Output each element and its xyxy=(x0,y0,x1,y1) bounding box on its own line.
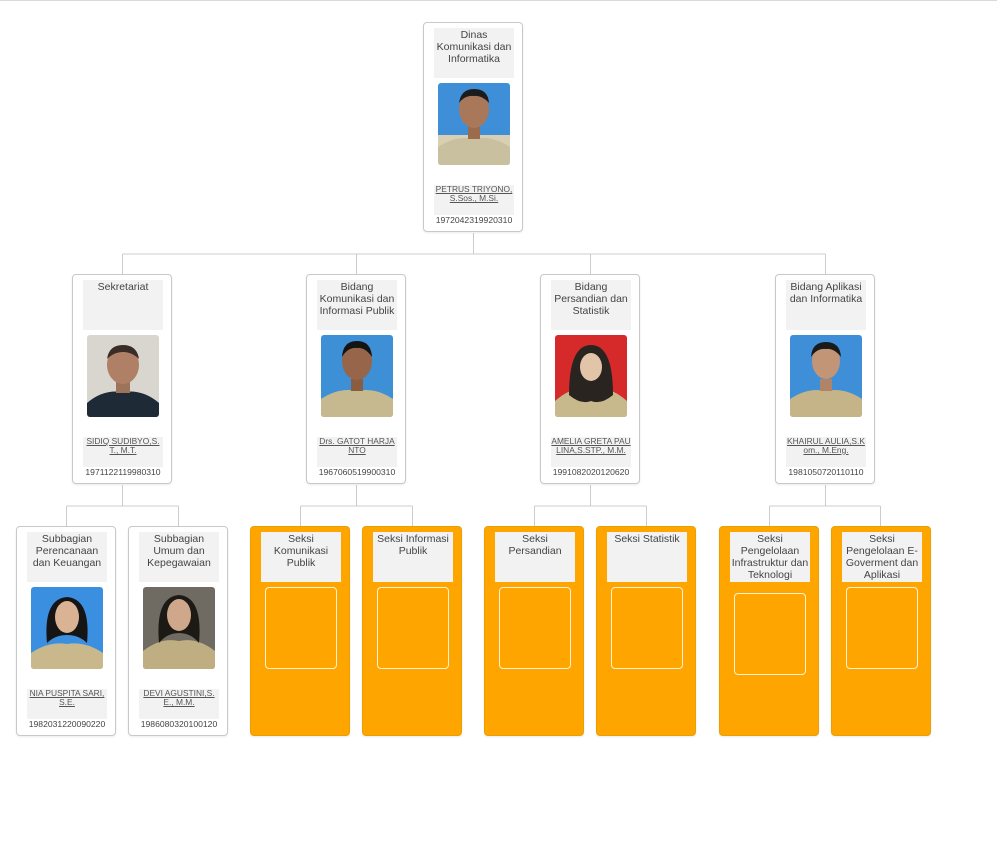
node-title: Dinas Komunikasi dan Informatika xyxy=(434,28,514,78)
empty-photo-frame xyxy=(265,587,337,669)
node-title: Bidang Komunikasi dan Informasi Publik xyxy=(317,280,397,330)
org-node-kepala-dinas[interactable]: Dinas Komunikasi dan Informatika PETRUS … xyxy=(423,22,523,232)
person-nip: 1991082020120620 xyxy=(552,467,630,477)
connector-sekretariat xyxy=(66,485,179,526)
node-title: Bidang Persandian dan Statistik xyxy=(551,280,631,330)
person-name-link[interactable]: KHAIRUL AULIA,S.Kom., M.Eng. xyxy=(786,437,866,467)
connector-bidang-ps xyxy=(534,485,647,526)
person-photo xyxy=(87,335,159,417)
connector-bidang-kip xyxy=(300,485,413,526)
person-photo xyxy=(438,83,510,165)
connector-root xyxy=(122,233,826,274)
org-node-seksi-komunikasi-publik[interactable]: Seksi Komunikasi Publik xyxy=(250,526,350,736)
org-node-bidang-aptika[interactable]: Bidang Aplikasi dan Informatika KHAIRUL … xyxy=(775,274,875,484)
node-title: Seksi Pengelolaan Infrastruktur dan Tekn… xyxy=(730,532,810,582)
node-title: Subbagian Perencanaan dan Keuangan xyxy=(27,532,107,582)
empty-photo-frame xyxy=(846,587,918,669)
node-title: Subbagian Umum dan Kepegawaian xyxy=(139,532,219,582)
person-nip: 1972042319920310 xyxy=(435,215,513,225)
person-name-link[interactable]: Drs. GATOT HARJANTO xyxy=(317,437,397,467)
top-border xyxy=(0,0,997,1)
org-node-seksi-persandian[interactable]: Seksi Persandian xyxy=(484,526,584,736)
empty-photo-frame xyxy=(734,593,806,675)
person-photo xyxy=(143,587,215,669)
person-photo xyxy=(790,335,862,417)
person-photo xyxy=(555,335,627,417)
node-title: Seksi Statistik xyxy=(607,532,687,582)
node-title: Sekretariat xyxy=(83,280,163,330)
org-node-seksi-egovernment[interactable]: Seksi Pengelolaan E-Goverment dan Aplika… xyxy=(831,526,931,736)
node-title: Seksi Persandian xyxy=(495,532,575,582)
empty-photo-frame xyxy=(377,587,449,669)
node-title: Seksi Informasi Publik xyxy=(373,532,453,582)
person-name-link[interactable]: NIA PUSPITA SARI,S.E. xyxy=(27,689,107,719)
org-node-sekretariat[interactable]: Sekretariat SIDIQ SUDIBYO,S.T., M.T. 197… xyxy=(72,274,172,484)
person-name-link[interactable]: SIDIQ SUDIBYO,S.T., M.T. xyxy=(83,437,163,467)
org-node-seksi-infrastruktur-ti[interactable]: Seksi Pengelolaan Infrastruktur dan Tekn… xyxy=(719,526,819,736)
person-nip: 1981050720110110 xyxy=(788,467,864,477)
node-title: Bidang Aplikasi dan Informatika xyxy=(786,280,866,330)
person-nip: 1986080320100120 xyxy=(140,719,218,729)
org-node-subbagian-umum[interactable]: Subbagian Umum dan Kepegawaian DEVI AGUS… xyxy=(128,526,228,736)
org-node-bidang-persandian-statistik[interactable]: Bidang Persandian dan Statistik AMELIA G… xyxy=(540,274,640,484)
node-title: Seksi Komunikasi Publik xyxy=(261,532,341,582)
person-nip: 1967060519900310 xyxy=(318,467,396,477)
node-title: Seksi Pengelolaan E-Goverment dan Aplika… xyxy=(842,532,922,582)
connector-bidang-aptika xyxy=(769,485,881,526)
empty-photo-frame xyxy=(499,587,571,669)
person-photo xyxy=(31,587,103,669)
person-nip: 1971122119980310 xyxy=(85,467,161,477)
org-node-seksi-statistik[interactable]: Seksi Statistik xyxy=(596,526,696,736)
org-node-bidang-kip[interactable]: Bidang Komunikasi dan Informasi Publik D… xyxy=(306,274,406,484)
org-node-subbagian-perencanaan[interactable]: Subbagian Perencanaan dan Keuangan NIA P… xyxy=(16,526,116,736)
empty-photo-frame xyxy=(611,587,683,669)
person-name-link[interactable]: AMELIA GRETA PAULINA,S.STP., M.M. xyxy=(551,437,631,467)
org-node-seksi-informasi-publik[interactable]: Seksi Informasi Publik xyxy=(362,526,462,736)
person-name-link[interactable]: DEVI AGUSTINI,S.E., M.M. xyxy=(139,689,219,719)
person-nip: 1982031220090220 xyxy=(28,719,106,729)
person-name-link[interactable]: PETRUS TRIYONO,S.Sos., M.Si. xyxy=(434,185,514,215)
person-photo xyxy=(321,335,393,417)
